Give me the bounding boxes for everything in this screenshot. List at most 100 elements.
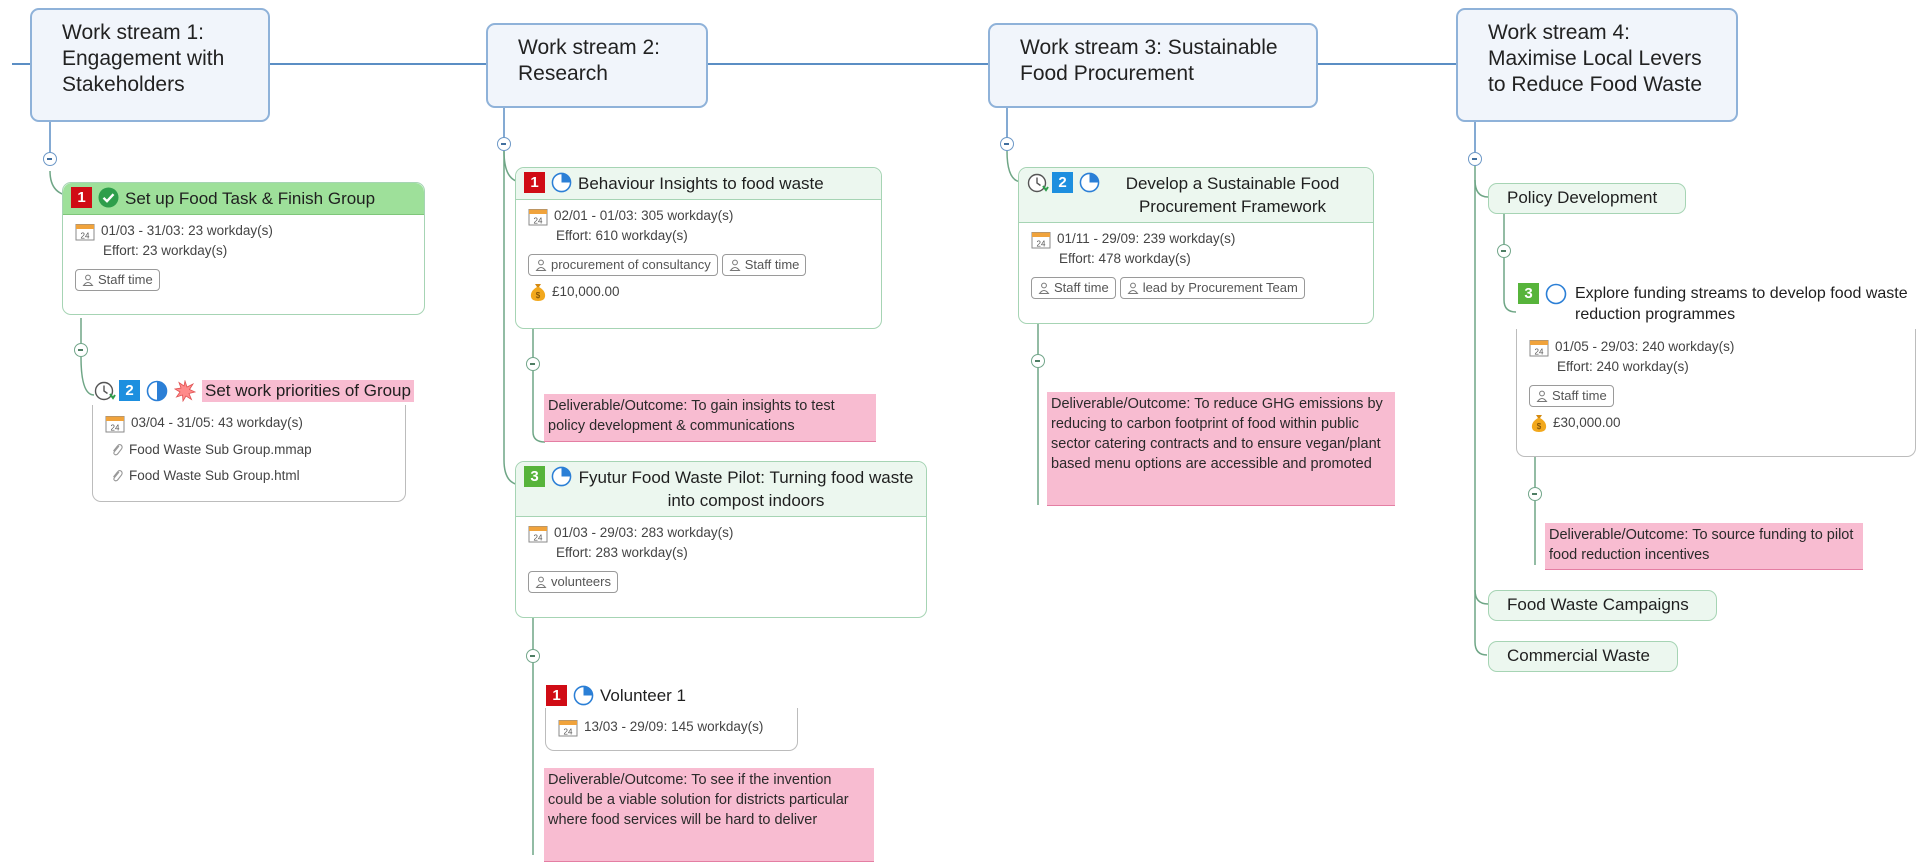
deliverable-outcome-note: Deliverable/Outcome: To gain insights to… [544,394,876,442]
svg-text:24: 24 [1535,347,1544,356]
task-title: Volunteer 1 [600,686,687,705]
calendar-icon: 24 [528,525,548,542]
collapse-icon[interactable] [1497,244,1511,258]
task-effort: Effort: 610 workday(s) [556,228,688,243]
starburst-icon [174,380,196,402]
deliverable-outcome-note: Deliverable/Outcome: To source funding t… [1545,523,1863,570]
task-effort: Effort: 23 workday(s) [103,243,228,258]
task-title: Behaviour Insights to food waste [578,174,824,193]
paperclip-icon [113,444,123,456]
svg-text:24: 24 [111,423,120,432]
task-dates: 01/05 - 29/03: 240 workday(s) [1555,339,1735,354]
priority-badge: 1 [71,187,92,208]
progress-pie-icon [146,380,168,402]
clock-icon [1027,173,1049,193]
person-icon [535,576,547,588]
attachment-link[interactable]: Food Waste Sub Group.mmap [105,440,395,460]
task-card-fyutur-pilot[interactable]: 3 Fyutur Food Waste Pilot: Turning food … [515,461,927,618]
priority-badge: 2 [119,380,140,401]
resource-tag[interactable]: procurement of consultancy [528,254,718,276]
priority-badge: 3 [524,466,545,487]
task-volunteer-1[interactable]: 1 Volunteer 1 [546,685,686,707]
calendar-icon: 24 [558,719,578,736]
collapse-icon[interactable] [1000,137,1014,151]
task-dates: 03/04 - 31/05: 43 workday(s) [131,415,303,430]
resource-tag[interactable]: Staff time [1031,277,1116,299]
collapse-icon[interactable] [1468,152,1482,166]
workstream-1-title: Work stream 1: Engagement with Stakehold… [62,21,225,96]
task-card-behaviour-insights[interactable]: 1 Behaviour Insights to food waste 24 02… [515,167,882,329]
money-bag-icon: $ [530,284,546,301]
task-details-card: 24 03/04 - 31/05: 43 workday(s) Food Was… [92,405,406,502]
person-icon [1127,282,1139,294]
collapse-icon[interactable] [43,152,57,166]
deliverable-outcome-note: Deliverable/Outcome: To see if the inven… [544,768,874,862]
collapse-icon[interactable] [1528,487,1542,501]
task-title: Explore funding streams to develop food … [1575,285,1908,323]
workstream-1-node[interactable]: Work stream 1: Engagement with Stakehold… [30,8,270,122]
collapse-icon[interactable] [497,137,511,151]
task-cost: £30,000.00 [1553,415,1621,430]
priority-badge: 1 [524,172,545,193]
resource-tag[interactable]: Staff time [721,254,807,276]
calendar-icon: 24 [75,223,95,240]
task-dates: 01/11 - 29/09: 239 workday(s) [1057,231,1236,246]
collapse-icon[interactable] [1031,354,1045,368]
person-icon [535,259,547,271]
resource-tag[interactable]: volunteers [528,571,618,593]
svg-text:$: $ [536,291,541,300]
collapse-icon[interactable] [74,343,88,357]
workstream-3-title: Work stream 3: Sustainable Food Procurem… [1020,36,1278,85]
task-set-work-priorities[interactable]: 2 Set work priorities of Group [94,380,414,402]
task-effort: Effort: 240 workday(s) [1557,359,1689,374]
attachment-link[interactable]: Food Waste Sub Group.html [105,466,395,486]
calendar-icon: 24 [528,208,548,225]
collapse-icon[interactable] [526,649,540,663]
workstream-2-node[interactable]: Work stream 2: Research [486,23,708,108]
resource-tag[interactable]: lead by Procurement Team [1119,277,1305,299]
task-dates: 02/01 - 01/03: 305 workday(s) [554,208,734,223]
policy-development-node[interactable]: Policy Development [1488,183,1686,214]
workstream-2-title: Work stream 2: Research [518,36,660,85]
clock-icon [94,381,116,401]
resource-tag[interactable]: Staff time [1529,385,1614,407]
person-icon [729,259,741,271]
workstream-4-node[interactable]: Work stream 4: Maximise Local Levers to … [1456,8,1738,122]
person-icon [82,274,94,286]
progress-pie-icon [1545,283,1567,305]
collapse-icon[interactable] [526,357,540,371]
task-title: Develop a Sustainable Food Procurement F… [1125,174,1340,216]
task-details-card: 24 13/03 - 29/09: 145 workday(s) [545,708,798,751]
task-card-set-up-food-task-group[interactable]: 1 Set up Food Task & Finish Group 24 01/… [62,182,425,315]
calendar-icon: 24 [1031,231,1051,248]
workstream-4-title: Work stream 4: Maximise Local Levers to … [1488,21,1702,96]
progress-pie-icon [551,466,572,487]
workstream-3-node[interactable]: Work stream 3: Sustainable Food Procurem… [988,23,1318,108]
calendar-icon: 24 [105,415,125,432]
food-waste-campaigns-node[interactable]: Food Waste Campaigns [1488,590,1717,621]
priority-badge: 2 [1052,172,1073,193]
task-dates: 13/03 - 29/09: 145 workday(s) [584,719,764,734]
deliverable-outcome-note: Deliverable/Outcome: To reduce GHG emiss… [1047,392,1395,506]
task-details-card: 24 01/05 - 29/03: 240 workday(s) Effort:… [1516,329,1916,457]
svg-text:24: 24 [1037,239,1046,248]
task-cost: £10,000.00 [552,284,620,299]
commercial-waste-node[interactable]: Commercial Waste [1488,641,1678,672]
svg-text:24: 24 [81,231,90,240]
svg-text:24: 24 [534,216,543,225]
progress-pie-icon [551,172,572,193]
person-icon [1038,282,1050,294]
person-icon [1536,390,1548,402]
resource-tag[interactable]: Staff time [75,269,160,291]
task-explore-funding[interactable]: 3 Explore funding streams to develop foo… [1518,283,1918,325]
calendar-icon: 24 [1529,339,1549,356]
task-card-sustainable-procurement[interactable]: 2 Develop a Sustainable Food Procurement… [1018,167,1374,324]
checkmark-icon [98,187,119,208]
svg-text:24: 24 [564,727,573,736]
task-effort: Effort: 283 workday(s) [556,545,688,560]
paperclip-icon [113,470,123,482]
task-dates: 01/03 - 31/03: 23 workday(s) [101,223,273,238]
money-bag-icon: $ [1531,415,1547,432]
task-title: Set work priorities of Group [202,380,414,402]
